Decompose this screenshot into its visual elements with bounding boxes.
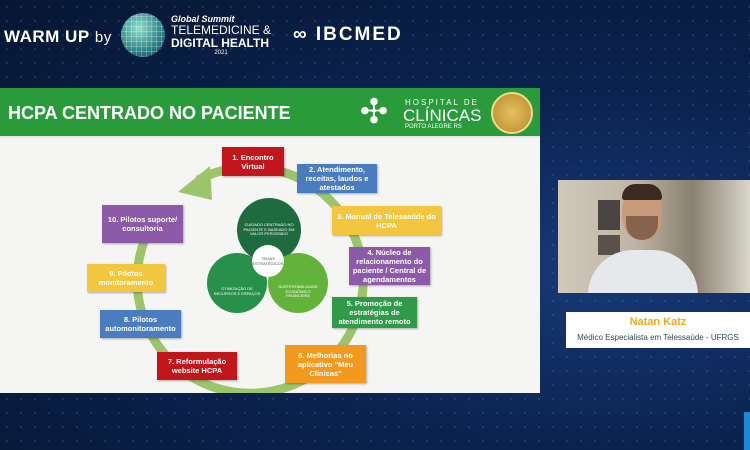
globe-logo-icon [121, 13, 165, 57]
venn-right-text: SUSTENTABILIDADE ECONÔMICO FINANCEIRA [278, 283, 318, 299]
logo-line2: CLÍNICAS [403, 106, 482, 125]
by-text: by [94, 29, 112, 46]
hospital-logo-icon: ✣ [359, 93, 389, 131]
speaker-body [588, 250, 698, 293]
slide-title: HCPA CENTRADO NO PACIENTE [8, 103, 291, 123]
venn-left-text: OTIMIZAÇÃO DE RECURSOS E ESPAÇOS [213, 286, 261, 296]
step-8: 8. Pilotos automonitoramento [100, 310, 181, 338]
accreditation-seal-icon [491, 92, 533, 134]
step-5: 5. Promoção de estratégias de atendiment… [332, 297, 417, 328]
logo-line3: PORTO ALEGRE RS [405, 124, 462, 130]
step-3: 3. Manual de Telessaúde do HCPA [332, 206, 441, 235]
venn-top-text: CUIDADO CENTRADO NO PACIENTE E BASEADO E… [243, 221, 295, 237]
year-text: 2021 [214, 50, 228, 56]
warm-up-label: WARM UP by [4, 27, 112, 47]
venn-top: CUIDADO CENTRADO NO PACIENTE E BASEADO E… [237, 198, 301, 262]
speaker-hair [622, 184, 662, 200]
speaker-name-card: Natan Katz Médico Especialista em Teless… [566, 312, 750, 348]
step-9: 9. Pilotos monitoramento [87, 264, 165, 292]
edge-tab [744, 412, 750, 450]
speaker-video [558, 180, 750, 293]
global-summit-text: Global Summit [171, 14, 235, 24]
step-7: 7. Reformulação website HCPA [157, 352, 237, 380]
step-10: 10. Pilotos suporte/ consultoria [102, 205, 183, 243]
step-4: 4. Núcleo de relacionamento do paciente … [349, 247, 430, 285]
speaker-role: Médico Especialista em Telessaúde - UFRG… [577, 333, 739, 342]
step-6: 6. Melhorias no aplicativo "Meu Clínicas… [285, 345, 366, 383]
ibcmed-logo: ∞ IBCMED [293, 24, 403, 45]
ibcmed-text: IBCMED [315, 24, 403, 45]
step-1: 1. Encontro Virtual [222, 147, 284, 176]
arrow-head-icon [178, 166, 212, 200]
venn-center-text: TEMAS ESTRATÉGICOS [252, 256, 284, 266]
telemedicine-text: TELEMEDICINE & [171, 23, 272, 37]
logo-line1: HOSPITAL DE [405, 98, 480, 107]
presentation-slide: HCPA CENTRADO NO PACIENTE ✣ HOSPITAL DE … [0, 88, 540, 393]
event-banner: WARM UP by Global Summit TELEMEDICINE & … [0, 0, 440, 70]
warm-up-text: WARM UP [4, 27, 90, 46]
wall-frame [598, 200, 620, 230]
venn-center: TEMAS ESTRATÉGICOS [252, 245, 284, 277]
slide-header: HCPA CENTRADO NO PACIENTE ✣ HOSPITAL DE … [0, 88, 540, 138]
digital-health-text: DIGITAL HEALTH [171, 36, 269, 50]
speaker-name: Natan Katz [629, 316, 687, 328]
step-2: 2. Atendimento, receitas, laudos e atest… [297, 164, 377, 193]
wall-frame [598, 235, 620, 255]
